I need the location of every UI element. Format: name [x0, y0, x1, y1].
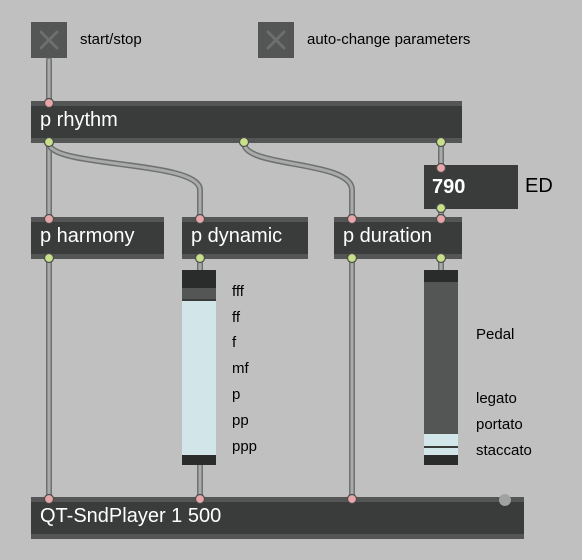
rhythm-object-text: p rhythm	[40, 109, 118, 131]
dynamic-level-label: ff	[232, 309, 241, 326]
dynamic-slider-indicator	[182, 298, 216, 301]
duration-mode-label: Pedal	[476, 326, 515, 343]
harmony-object[interactable]: p harmony	[31, 217, 164, 259]
dynamic-object[interactable]: p dynamic	[182, 217, 308, 259]
sndplayer-object-text: QT-SndPlayer 1 500	[40, 505, 222, 527]
ed-label: ED	[525, 175, 553, 197]
dynamic-level-label: p	[232, 386, 241, 403]
start-stop-label: start/stop	[80, 31, 142, 48]
duration-slider[interactable]	[424, 270, 458, 465]
rhythm-object[interactable]: p rhythm	[31, 101, 462, 143]
ed-number-value: 790	[432, 176, 466, 198]
dynamic-object-text: p dynamic	[191, 225, 283, 247]
duration-slider-bottom-cap	[424, 455, 458, 465]
cable-rhythm-to-duration[interactable]	[241, 140, 355, 221]
duration-mode-label: portato	[476, 416, 523, 433]
dynamic-level-label: f	[232, 334, 237, 351]
auto-change-toggle[interactable]	[258, 22, 294, 58]
dynamic-level-label: ppp	[232, 438, 258, 455]
x-icon	[266, 30, 286, 50]
sndplayer-status-indicator	[499, 494, 511, 506]
dynamic-level-label: pp	[232, 412, 249, 429]
duration-slider-indicator	[424, 446, 458, 449]
start-stop-toggle[interactable]	[31, 22, 67, 58]
duration-slider-top-cap	[424, 270, 458, 282]
auto-change-label: auto-change parameters	[307, 31, 471, 48]
ed-number-box[interactable]: 790	[424, 165, 518, 209]
x-icon	[39, 30, 59, 50]
harmony-object-text: p harmony	[40, 225, 135, 247]
duration-mode-label: staccato	[476, 442, 532, 459]
sndplayer-object[interactable]: QT-SndPlayer 1 500	[31, 497, 524, 539]
duration-slider-fill	[424, 434, 458, 455]
duration-object-text: p duration	[343, 225, 432, 247]
duration-object[interactable]: p duration	[334, 217, 462, 259]
dynamic-slider-top-cap	[182, 270, 216, 288]
cable-rhythm-to-dynamic[interactable]	[46, 140, 203, 221]
duration-mode-label: legato	[476, 390, 517, 407]
dynamic-slider[interactable]	[182, 270, 216, 465]
dynamic-level-label: fff	[232, 283, 244, 300]
dynamic-slider-fill	[182, 299, 216, 455]
dynamic-level-label: mf	[232, 360, 249, 377]
dynamic-slider-bottom-cap	[182, 455, 216, 465]
